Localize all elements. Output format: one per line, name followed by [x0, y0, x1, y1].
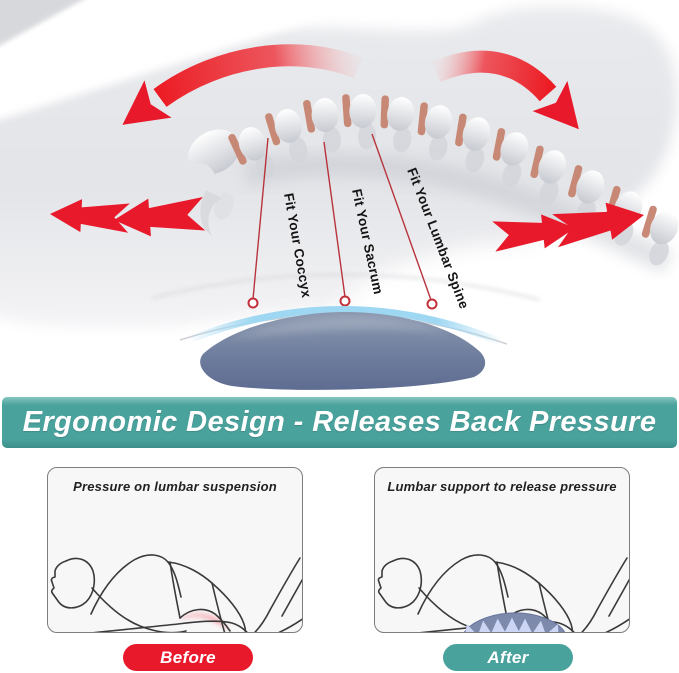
banner: Ergonomic Design - Releases Back Pressur… — [2, 397, 677, 448]
pelvis-bone — [181, 129, 240, 236]
before-badge: Before — [123, 644, 253, 671]
vertebrae — [228, 94, 679, 266]
support-pillow — [464, 612, 565, 632]
curved-arrow-right-icon — [431, 50, 579, 130]
comparison-section: Pressure on lumbar suspension — [0, 448, 679, 673]
pillow-illustration — [200, 311, 486, 390]
after-illustration — [375, 554, 629, 632]
pressure-glow — [179, 612, 229, 630]
banner-title: Ergonomic Design - Releases Back Pressur… — [22, 406, 657, 438]
lift-arrows-icon — [464, 617, 559, 632]
after-caption: Lumbar support to release pressure — [387, 479, 617, 494]
after-badge: After — [443, 644, 573, 671]
before-panel: Pressure on lumbar suspension — [47, 467, 303, 633]
straight-arrows-left-icon — [50, 196, 206, 237]
leader-dots — [247, 295, 438, 310]
curved-arrow-left-icon — [122, 44, 363, 125]
straight-arrows-right-icon — [492, 202, 644, 252]
leader-lines — [252, 133, 432, 301]
spine-diagram-section: Fit Your Coccyx Fit Your Sacrum Fit Your… — [0, 0, 679, 396]
after-panel: Lumbar support to release pressure — [374, 467, 630, 633]
before-caption: Pressure on lumbar suspension — [73, 479, 277, 494]
spine-illustration — [181, 94, 679, 273]
spine-diagram: Fit Your Coccyx Fit Your Sacrum Fit Your… — [0, 0, 679, 396]
before-illustration — [48, 554, 302, 632]
